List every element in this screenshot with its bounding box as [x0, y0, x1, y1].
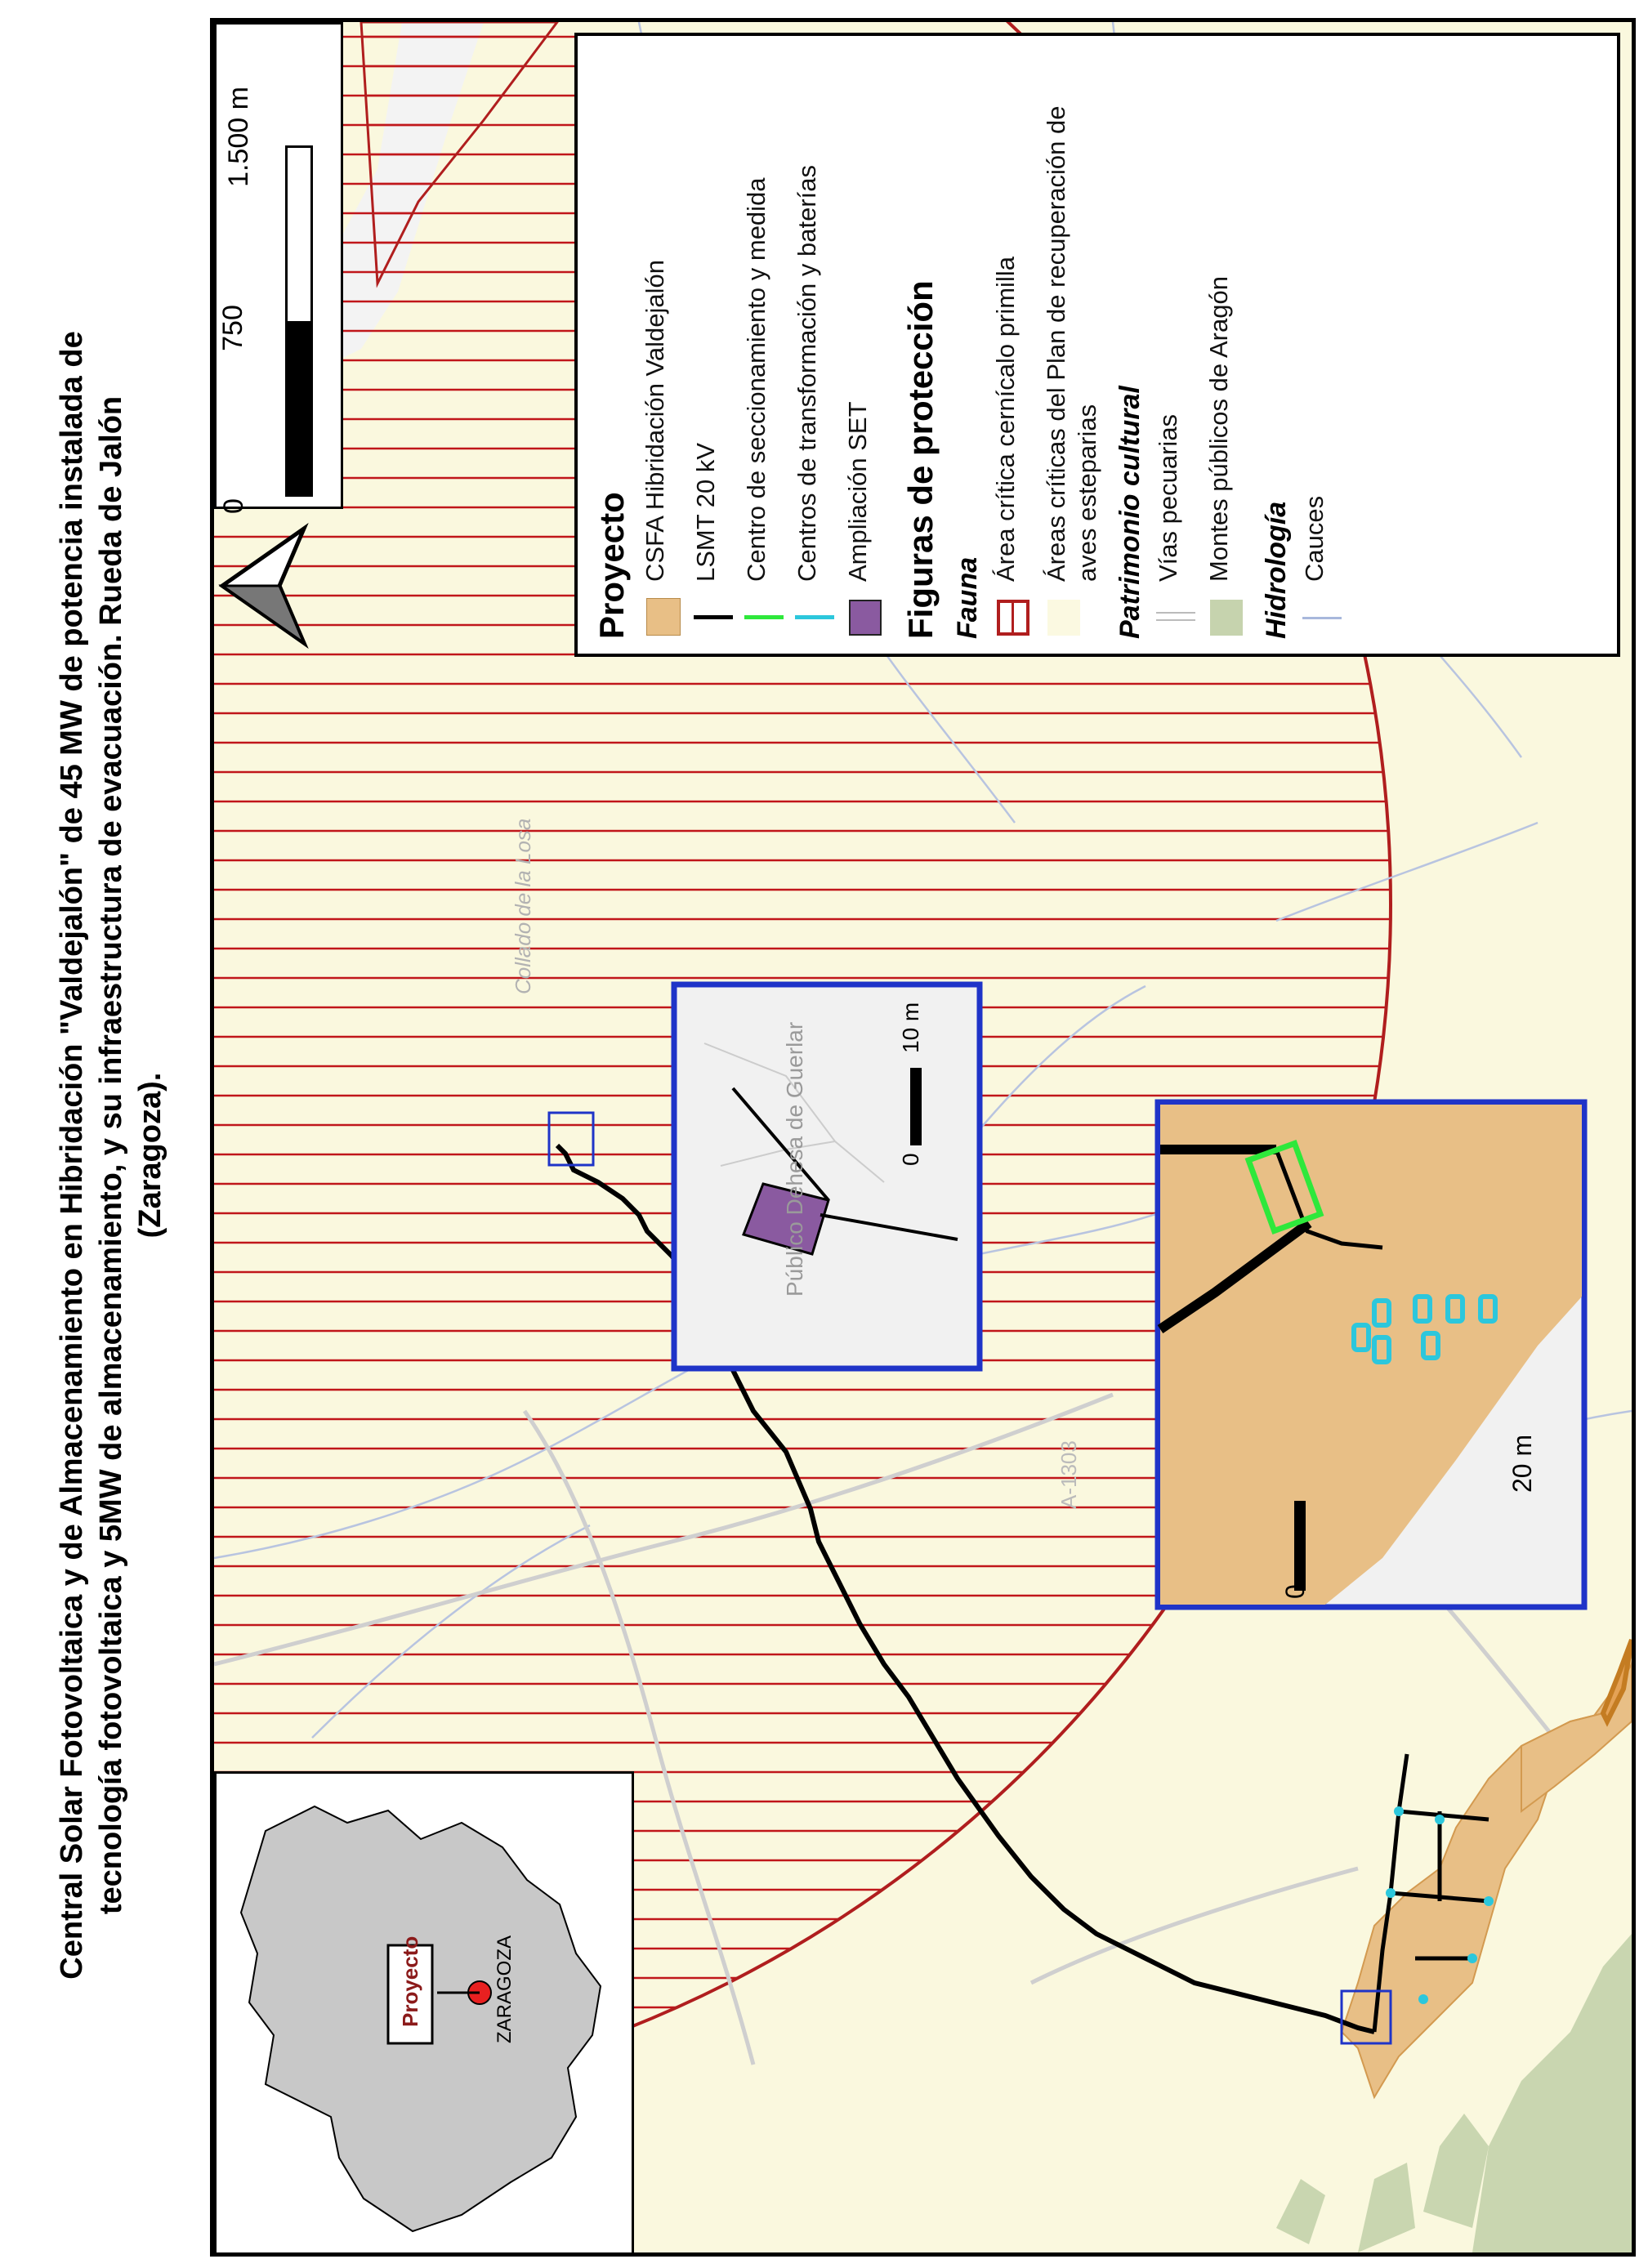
legend-item-esteparias: Áreas críticas del Plan de recuperación …	[1041, 54, 1103, 639]
legend-item-vias: Vías pecuarias	[1153, 54, 1199, 639]
csfa-swatch-icon	[640, 596, 686, 639]
city-label: ZARAGOZA	[494, 1935, 516, 2043]
esteparias-swatch-icon	[1041, 596, 1087, 639]
title-panel: Central Solar Fotovoltaica y de Almacena…	[8, 18, 214, 2257]
inset-transformation-centers	[1351, 1294, 1498, 1364]
collado-label: Collado de la Losa	[511, 819, 535, 994]
ampliacion-set	[742, 1182, 830, 1256]
vias-line-icon	[1153, 596, 1199, 639]
legend-patrimonio-heading: Patrimonio cultural	[1114, 386, 1146, 639]
legend-item-lsmt: LSMT 20 kV	[690, 54, 736, 639]
montes-publicos	[1276, 1934, 1632, 2252]
transformation-centers	[1386, 1806, 1494, 2004]
legend-label-lsmt: LSMT 20 kV	[691, 442, 720, 582]
csfa-locator-box	[1340, 1989, 1392, 2045]
legend-label-cernicalo: Área crítica cernícalo primilla	[991, 257, 1020, 582]
map-title: Central Solar Fotovoltaica y de Almacena…	[52, 69, 170, 2242]
monte-label: Público Dehesa de Guerlar	[782, 1022, 807, 1297]
north-arrow-icon	[218, 522, 309, 650]
cernicalo-swatch-icon	[990, 596, 1036, 639]
lsmt-line-icon	[690, 596, 736, 639]
csfa-plant-east	[1521, 1663, 1632, 1813]
lsmt-20kv	[555, 1143, 1375, 2034]
locator-map: Proyecto ZARAGOZA	[214, 1771, 634, 2255]
legend-item-transformacion: Centros de transformación y baterías	[792, 54, 837, 639]
legend-fauna-heading: Fauna	[952, 556, 983, 639]
csfa-plant	[1340, 1654, 1632, 2100]
legend-label-esteparias: Áreas críticas del Plan de recuperación …	[1042, 105, 1101, 582]
scale-bar: 0 750 1.500 m	[214, 22, 343, 514]
legend-hidrologia-heading: Hidrología	[1261, 501, 1292, 639]
scale-label-750: 750	[217, 305, 248, 351]
legend-label-csfa: CSFA Hibridación Valdejalón	[641, 259, 669, 582]
cauces-line-icon	[1299, 596, 1345, 639]
legend-label-vias: Vías pecuarias	[1154, 413, 1182, 582]
project-label: Proyecto	[398, 1936, 422, 2027]
legend-label-seccionamiento: Centro de seccionamiento y medida	[742, 177, 770, 582]
set-scale-label: 10 m	[898, 1002, 923, 1053]
legend-label-montes: Montes públicos de Aragón	[1204, 276, 1233, 582]
legend-item-cernicalo: Área crítica cernícalo primilla	[990, 54, 1036, 639]
legend-label-set: Ampliación SET	[843, 401, 872, 582]
csfa-plant-edge	[1600, 1638, 1632, 1727]
inset-set: Público Dehesa de Guerlar 0 10 m	[671, 981, 983, 1372]
montes-swatch-icon	[1204, 596, 1249, 639]
locator-svg: Proyecto ZARAGOZA	[239, 1805, 602, 2233]
legend-label-transformacion: Centros de transformación y baterías	[793, 164, 821, 582]
road-label: A-1303	[1056, 1440, 1081, 1509]
legend-item-seccionamiento: Centro de seccionamiento y medida	[741, 54, 787, 639]
transformacion-line-icon	[792, 596, 837, 639]
set-swatch-icon	[842, 596, 888, 639]
legend-proyecto-heading: Proyecto	[592, 492, 631, 639]
project-label-box	[386, 1944, 434, 2045]
legend-figuras-heading: Figuras de protección	[901, 280, 940, 639]
inset-csfa: 0	[1154, 1099, 1588, 1610]
set-scalebar	[910, 1068, 922, 1145]
cernicalo-boundary	[214, 22, 1392, 2115]
csfa-scale-zero: 0	[1280, 1584, 1310, 1599]
legend-content: Proyecto CSFA Hibridación Valdejalón LSM…	[578, 36, 1617, 654]
legend-label-cauces: Cauces	[1300, 495, 1329, 582]
legend-item-set: Ampliación SET	[842, 54, 888, 639]
legend-item-montes: Montes públicos de Aragón	[1204, 54, 1249, 639]
csfa-scale-label: 20 m	[1507, 1435, 1537, 1493]
legend: Proyecto CSFA Hibridación Valdejalón LSM…	[574, 33, 1620, 657]
cernicalo-area-north	[360, 22, 559, 288]
title-line-1: Central Solar Fotovoltaica y de Almacena…	[55, 331, 89, 1980]
scale-bar-graphic	[285, 145, 313, 497]
legend-item-csfa: CSFA Hibridación Valdejalón	[640, 54, 686, 639]
legend-item-cauces: Cauces	[1299, 54, 1345, 639]
centro-seccionamiento	[1244, 1140, 1324, 1234]
title-line-2: tecnología fotovoltaica y 5MW de almacen…	[94, 395, 128, 1915]
title-line-3: (Zaragoza).	[133, 1072, 167, 1239]
csfa-scalebar	[1294, 1501, 1306, 1591]
scale-label-1500: 1.500 m	[222, 87, 254, 187]
scale-label-0: 0	[217, 498, 249, 514]
seccionamiento-line-icon	[741, 596, 787, 639]
set-scale-zero: 0	[898, 1153, 923, 1166]
set-locator-box	[547, 1111, 595, 1167]
